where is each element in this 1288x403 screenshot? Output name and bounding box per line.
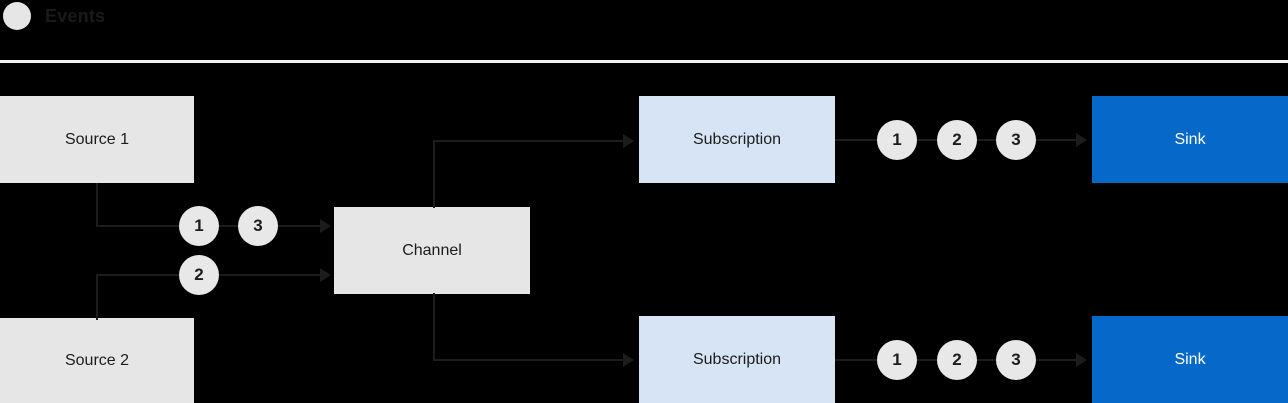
node-sink-top[interactable]: Sink	[1092, 96, 1288, 183]
token-ingress-3: 3	[238, 206, 278, 246]
node-subscription-bottom-label: Subscription	[692, 350, 782, 368]
node-source-1-label: Source 1	[64, 130, 130, 148]
edge-channel-to-subscription-bottom	[433, 359, 623, 361]
token-egress-top-2: 2	[937, 120, 977, 160]
node-sink-top-label: Sink	[1174, 130, 1206, 148]
node-subscription-top[interactable]: Subscription	[639, 96, 835, 183]
arrowhead-source1-to-channel	[320, 219, 331, 233]
node-source-2-label: Source 2	[64, 351, 130, 369]
node-source-2[interactable]: Source 2	[0, 318, 194, 403]
edge-source2-vertical	[96, 274, 98, 320]
token-egress-top-1: 1	[877, 120, 917, 160]
node-sink-bottom[interactable]: Sink	[1092, 316, 1288, 403]
arrowhead-channel-to-subscription-top	[623, 134, 634, 148]
token-egress-top-3: 3	[996, 120, 1036, 160]
token-ingress-2: 2	[179, 255, 219, 295]
arrowhead-channel-to-subscription-bottom	[623, 353, 634, 367]
token-egress-bottom-3: 3	[996, 340, 1036, 380]
node-source-1[interactable]: Source 1	[0, 96, 194, 183]
node-subscription-bottom[interactable]: Subscription	[639, 316, 835, 403]
token-egress-bottom-2: 2	[937, 340, 977, 380]
node-channel[interactable]: Channel	[334, 207, 530, 294]
node-channel-label: Channel	[402, 241, 462, 259]
edge-source1-vertical	[96, 183, 98, 227]
page-title: Events	[45, 6, 106, 26]
arrowhead-source2-to-channel	[320, 268, 331, 282]
node-subscription-top-label: Subscription	[692, 130, 782, 148]
node-sink-bottom-label: Sink	[1174, 350, 1206, 368]
arrowhead-subscription-top-to-sink	[1076, 133, 1087, 147]
token-ingress-1: 1	[179, 206, 219, 246]
token-egress-bottom-1: 1	[877, 340, 917, 380]
events-dot-icon	[3, 2, 31, 30]
header-divider	[0, 60, 1288, 63]
edge-channel-to-subscription-top	[433, 140, 623, 142]
arrowhead-subscription-bottom-to-sink	[1076, 353, 1087, 367]
edge-channel-up-vertical	[433, 140, 435, 208]
edge-channel-down-vertical	[433, 293, 435, 361]
